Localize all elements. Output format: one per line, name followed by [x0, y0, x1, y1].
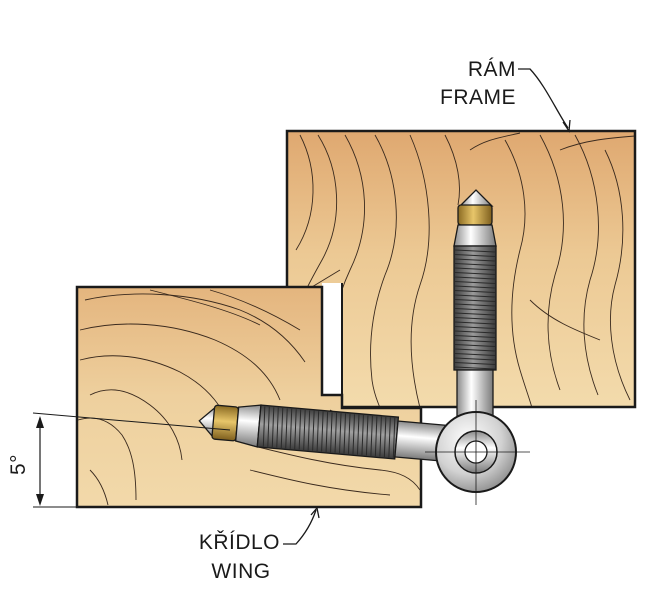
wing-leader	[283, 506, 320, 545]
wing-pin	[198, 404, 449, 463]
frame-leader	[518, 68, 571, 133]
rebate-gap	[322, 283, 342, 395]
angle-dimension	[32, 412, 231, 508]
hinge-knuckle	[425, 400, 530, 505]
frame-label-cz: RÁM	[467, 58, 516, 81]
wing-label-en: WING	[211, 560, 271, 583]
frame-label-en: FRAME	[440, 86, 516, 109]
angle-label: 5°	[7, 453, 30, 475]
frame-pin	[453, 189, 497, 417]
wing-label-cz: KŘÍDLO	[198, 531, 280, 554]
